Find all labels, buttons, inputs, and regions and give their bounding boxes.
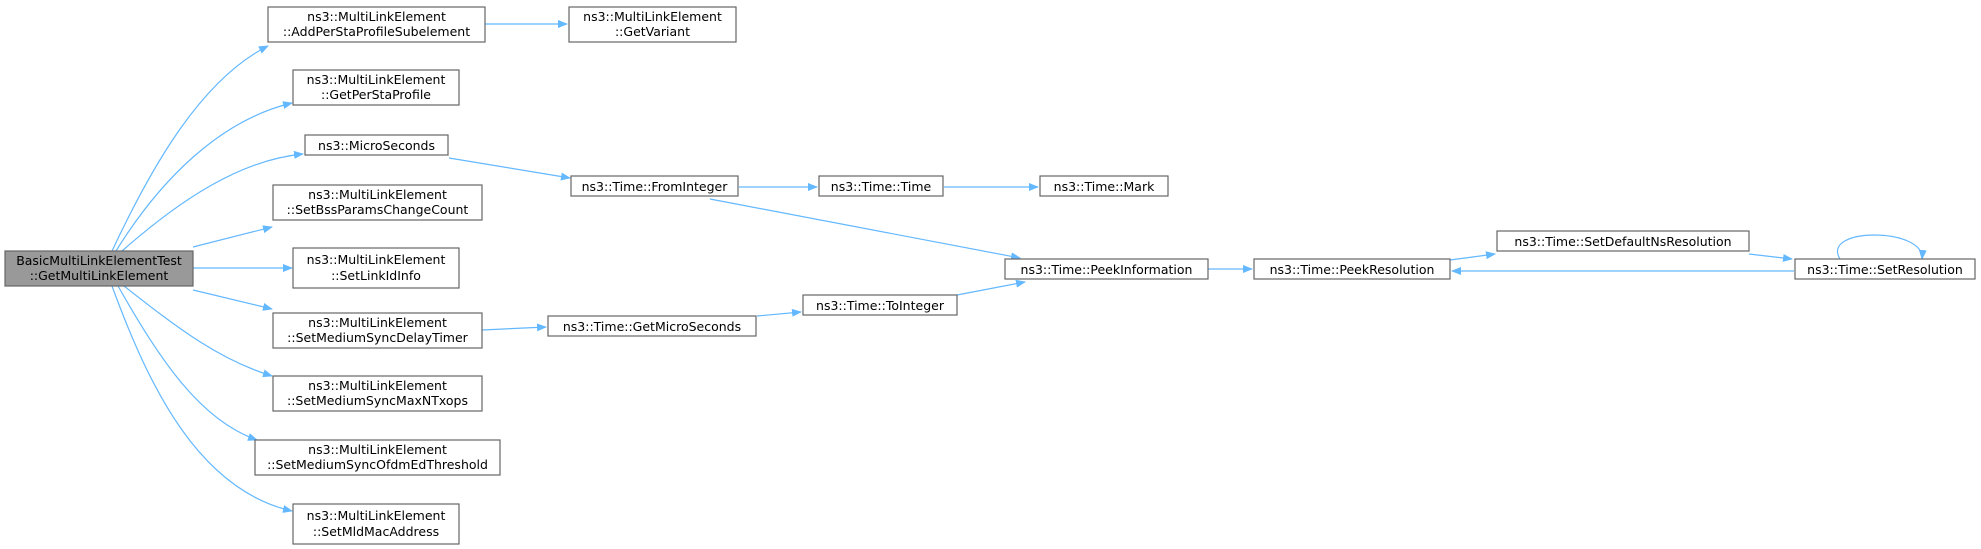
edge-micro-seconds-to-from-integer <box>448 157 571 181</box>
node-time-time[interactable]: ns3::Time::Time <box>818 175 944 197</box>
node-peek-resolution[interactable]: ns3::Time::PeekResolution <box>1253 258 1451 280</box>
edge-peek-resolution-to-set-default-ns <box>1449 251 1496 261</box>
edge-root-to-set-bss <box>192 225 273 248</box>
node-label-line-2: ::GetPerStaProfile <box>321 87 431 102</box>
edge-set-resolution-self-loop <box>1836 234 1927 260</box>
node-label-line-1: ns3::MultiLinkElement <box>307 252 446 267</box>
node-set-medium-sync-max-ntxops[interactable]: ns3::MultiLinkElement ::SetMediumSyncMax… <box>272 375 483 412</box>
edge-root-to-set-mld-mac <box>111 285 293 513</box>
node-add-per-sta-profile-subelement[interactable]: ns3::MultiLinkElement ::AddPerStaProfile… <box>267 6 486 43</box>
node-basic-multi-link-element-test-get-multi-link-element[interactable]: BasicMultiLinkElementTest ::GetMultiLink… <box>4 250 194 287</box>
node-label-line-1: ns3::MultiLinkElement <box>307 508 446 523</box>
node-set-bss-params-change-count[interactable]: ns3::MultiLinkElement ::SetBssParamsChan… <box>272 184 483 221</box>
edge-root-to-get-per-sta <box>115 101 293 252</box>
node-label: ns3::Time::PeekInformation <box>1021 262 1193 277</box>
node-label-line-1: ns3::MultiLinkElement <box>307 9 446 24</box>
node-label-line-1: ns3::MultiLinkElement <box>308 442 447 457</box>
node-set-medium-sync-ofdm-ed-threshold[interactable]: ns3::MultiLinkElement ::SetMediumSyncOfd… <box>254 439 501 476</box>
edge-root-to-add-per-sta <box>111 45 269 252</box>
node-get-micro-seconds[interactable]: ns3::Time::GetMicroSeconds <box>547 315 757 337</box>
node-get-per-sta-profile[interactable]: ns3::MultiLinkElement ::GetPerStaProfile <box>292 69 460 106</box>
node-set-mld-mac-address[interactable]: ns3::MultiLinkElement ::SetMldMacAddress <box>292 503 460 545</box>
node-micro-seconds[interactable]: ns3::MicroSeconds <box>304 134 449 156</box>
node-set-default-ns-resolution[interactable]: ns3::Time::SetDefaultNsResolution <box>1496 230 1750 252</box>
node-set-medium-sync-delay-timer[interactable]: ns3::MultiLinkElement ::SetMediumSyncDel… <box>272 312 483 349</box>
node-from-integer[interactable]: ns3::Time::FromInteger <box>570 175 739 197</box>
node-label-line-2: ::AddPerStaProfileSubelement <box>283 24 470 39</box>
node-label-line-2: ::SetMediumSyncOfdmEdThreshold <box>267 457 488 472</box>
node-label: ns3::Time::GetMicroSeconds <box>563 319 741 334</box>
edge-delay-timer-to-get-micro-seconds <box>481 323 547 332</box>
edge-get-micro-seconds-to-to-integer <box>756 308 802 317</box>
node-set-resolution[interactable]: ns3::Time::SetResolution <box>1794 258 1976 280</box>
node-label: ns3::Time::PeekResolution <box>1270 262 1435 277</box>
edge-root-to-set-ofdm <box>117 285 258 441</box>
node-label: ns3::Time::SetDefaultNsResolution <box>1514 234 1731 249</box>
edge-to-integer-to-peek-information <box>956 279 1026 296</box>
node-label-line-1: ns3::MultiLinkElement <box>307 72 446 87</box>
node-label: ns3::Time::ToInteger <box>816 298 945 313</box>
node-label-line-2: ::SetMediumSyncDelayTimer <box>287 330 468 345</box>
node-label-line-1: BasicMultiLinkElementTest <box>16 253 182 268</box>
node-label-line-1: ns3::MultiLinkElement <box>308 378 447 393</box>
node-label: ns3::Time::Mark <box>1054 179 1155 194</box>
node-time-mark[interactable]: ns3::Time::Mark <box>1039 175 1169 197</box>
node-label-line-1: ns3::MultiLinkElement <box>583 9 722 24</box>
node-label: ns3::Time::SetResolution <box>1807 262 1963 277</box>
edge-from-integer-to-peek-information <box>709 198 1021 261</box>
node-label-line-2: ::SetLinkIdInfo <box>331 268 421 283</box>
node-label-line-2: ::GetVariant <box>615 24 690 39</box>
node-label: ns3::MicroSeconds <box>318 138 435 153</box>
node-label-line-1: ns3::MultiLinkElement <box>308 315 447 330</box>
edge-set-default-ns-to-set-resolution <box>1748 253 1793 262</box>
node-label-line-2: ::SetMediumSyncMaxNTxops <box>287 393 468 408</box>
edge-root-to-micro-seconds <box>121 150 304 252</box>
node-label-line-2: ::GetMultiLinkElement <box>30 268 169 283</box>
edge-root-to-set-delay-timer <box>192 289 273 311</box>
node-set-link-id-info[interactable]: ns3::MultiLinkElement ::SetLinkIdInfo <box>292 247 460 289</box>
node-label-line-2: ::SetBssParamsChangeCount <box>287 202 469 217</box>
node-label-line-1: ns3::MultiLinkElement <box>308 187 447 202</box>
node-label-line-2: ::SetMldMacAddress <box>313 524 439 539</box>
node-label: ns3::Time::Time <box>831 179 932 194</box>
node-to-integer[interactable]: ns3::Time::ToInteger <box>802 294 958 316</box>
node-get-variant[interactable]: ns3::MultiLinkElement ::GetVariant <box>568 6 737 43</box>
edge-root-to-set-max-ntxops <box>123 285 273 378</box>
node-peek-information[interactable]: ns3::Time::PeekInformation <box>1004 258 1209 280</box>
node-label: ns3::Time::FromInteger <box>582 179 729 194</box>
